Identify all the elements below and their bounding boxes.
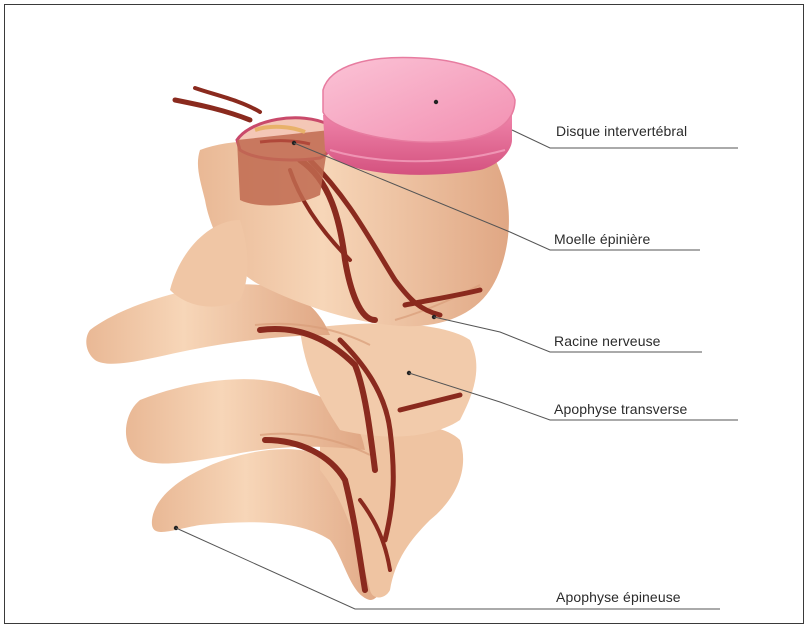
label-disc: Disque intervertébral	[556, 123, 687, 139]
label-spinous-process: Apophyse épineuse	[556, 589, 681, 605]
label-spinal-cord: Moelle épinière	[554, 231, 650, 247]
disc-dot	[434, 100, 438, 104]
intervertebral-disc	[323, 57, 515, 174]
label-transverse-process: Apophyse transverse	[554, 401, 687, 417]
label-nerve-root: Racine nerveuse	[554, 333, 661, 349]
spinal-cord-section	[237, 118, 334, 206]
